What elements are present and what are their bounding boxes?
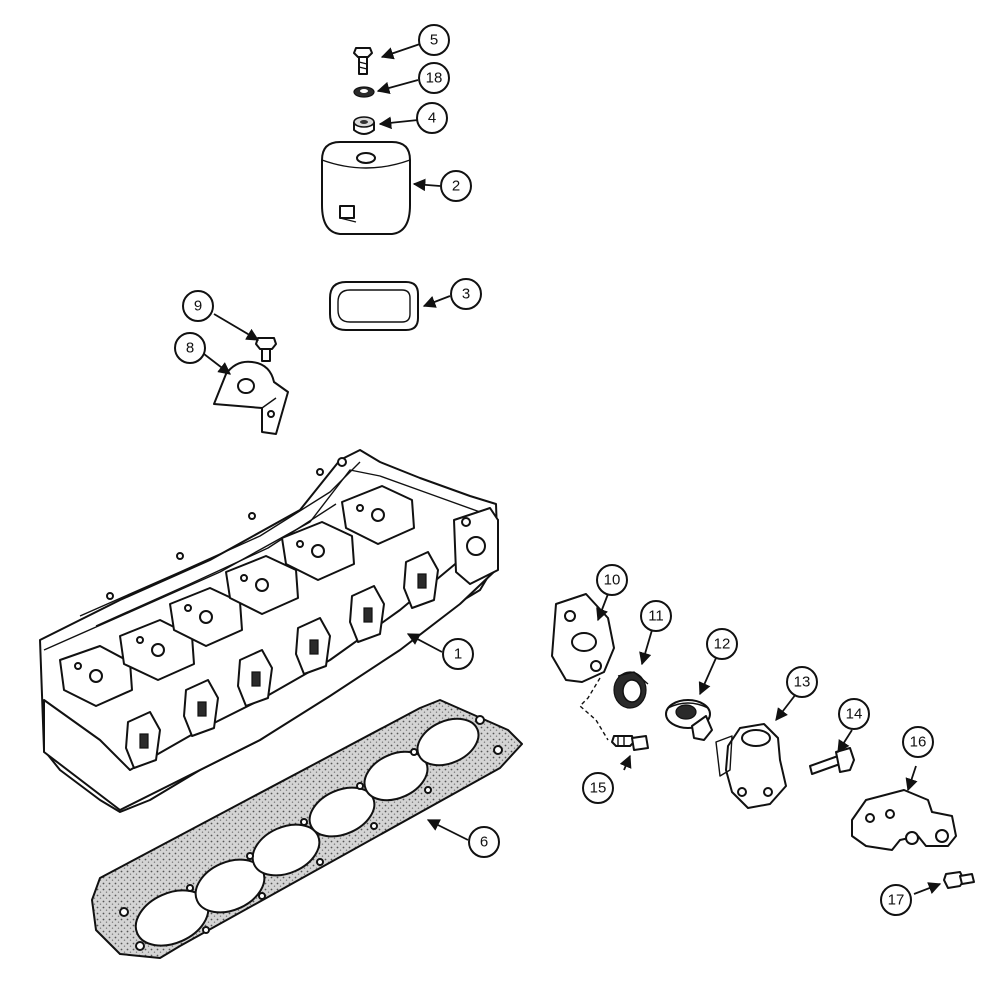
lifting-bracket-part-8 xyxy=(213,360,289,435)
leader-13 xyxy=(775,693,797,721)
callout-2-label: 2 xyxy=(452,178,460,195)
leader-15 xyxy=(619,754,632,771)
leader-14 xyxy=(837,729,853,754)
callout-12: 12 xyxy=(706,628,738,660)
leader-17 xyxy=(913,882,942,895)
callout-1: 1 xyxy=(442,638,474,670)
bolt-part-17 xyxy=(943,871,975,889)
callout-15: 15 xyxy=(582,772,614,804)
callout-10: 10 xyxy=(596,564,628,596)
bolt-part-15 xyxy=(611,735,649,751)
bolt-part-14 xyxy=(809,747,855,775)
callout-6: 6 xyxy=(468,826,500,858)
leader-8 xyxy=(203,353,231,375)
callout-16: 16 xyxy=(902,726,934,758)
callout-4: 4 xyxy=(416,102,448,134)
callout-14: 14 xyxy=(838,698,870,730)
leader-2 xyxy=(412,178,441,192)
thermostat-part-12 xyxy=(665,699,713,741)
callout-12-label: 12 xyxy=(714,636,731,653)
cover-part-2 xyxy=(321,141,411,235)
callout-9-label: 9 xyxy=(194,298,202,315)
gasket-part-3 xyxy=(329,281,419,331)
callout-18: 18 xyxy=(418,62,450,94)
head-gasket-part-6 xyxy=(91,699,523,959)
callout-14-label: 14 xyxy=(846,706,863,723)
bolt-part-5 xyxy=(353,47,373,75)
callout-11-label: 11 xyxy=(648,608,664,625)
callout-3: 3 xyxy=(450,278,482,310)
callout-15-label: 15 xyxy=(590,780,607,797)
washer-part-18 xyxy=(353,86,375,98)
leader-12 xyxy=(698,657,717,696)
leader-9 xyxy=(213,313,260,341)
callout-13: 13 xyxy=(786,666,818,698)
callout-16-label: 16 xyxy=(910,734,927,751)
bracket-part-16 xyxy=(851,789,957,851)
callout-5: 5 xyxy=(418,24,450,56)
callout-9: 9 xyxy=(182,290,214,322)
leader-18 xyxy=(376,79,419,95)
leader-10 xyxy=(596,593,609,622)
thermostat-gasket-part-10 xyxy=(551,593,615,741)
grommet-part-4 xyxy=(353,116,375,135)
callout-10-label: 10 xyxy=(604,572,621,589)
callout-8: 8 xyxy=(174,332,206,364)
callout-3-label: 3 xyxy=(462,286,470,303)
leader-16 xyxy=(905,765,918,792)
callout-18-label: 18 xyxy=(426,70,443,87)
leader-5 xyxy=(380,43,421,60)
leader-4 xyxy=(378,116,419,130)
callout-4-label: 4 xyxy=(428,110,436,127)
callout-17: 17 xyxy=(880,884,912,916)
callout-17-label: 17 xyxy=(888,892,905,909)
bolt-part-9 xyxy=(255,337,277,362)
cylinder-head-part-1 xyxy=(39,449,499,813)
callout-8-label: 8 xyxy=(186,340,194,357)
callout-13-label: 13 xyxy=(794,674,811,691)
thermostat-housing-part-13 xyxy=(715,723,787,809)
leader-6 xyxy=(426,819,469,841)
callout-2: 2 xyxy=(440,170,472,202)
callout-6-label: 6 xyxy=(480,834,488,851)
leader-lines xyxy=(203,43,942,895)
leader-11 xyxy=(639,629,653,666)
seal-part-11 xyxy=(613,671,649,709)
callout-11: 11 xyxy=(640,600,672,632)
callout-1-label: 1 xyxy=(454,646,462,663)
leader-1 xyxy=(406,633,443,653)
leader-3 xyxy=(422,295,451,308)
callout-5-label: 5 xyxy=(430,32,438,49)
